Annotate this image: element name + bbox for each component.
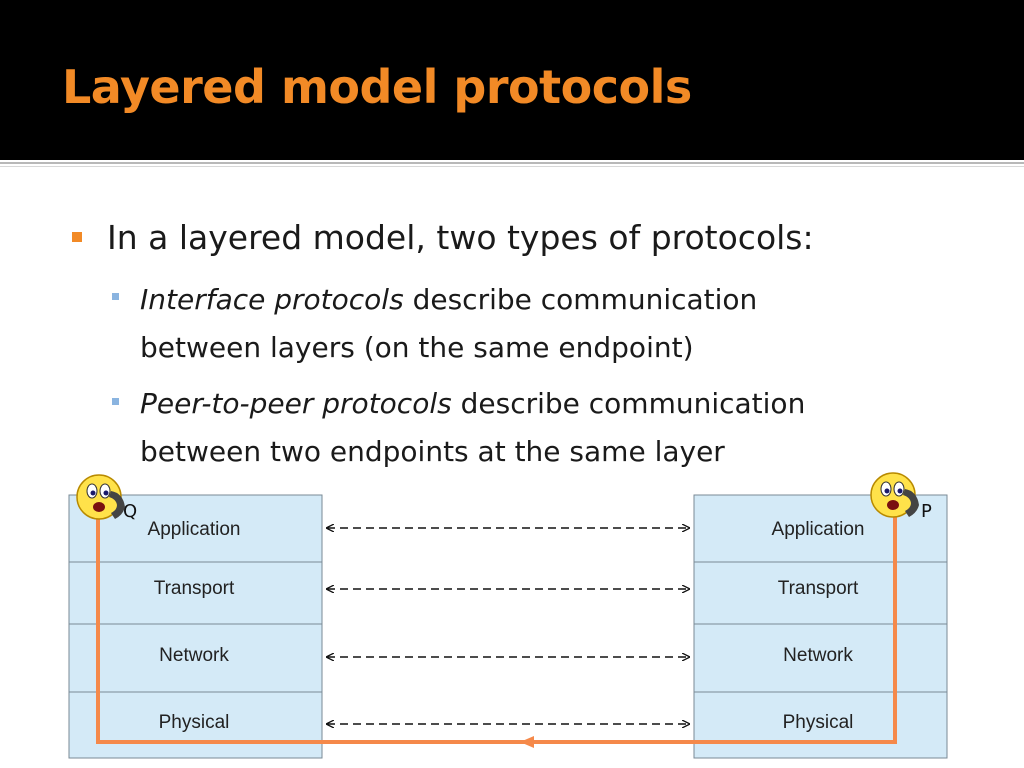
left-label-physical: Physical (159, 712, 230, 733)
title-divider (0, 162, 1024, 164)
sub-bullet-2-rest: describe communication (451, 387, 806, 420)
sub-bullet-1-term: Interface protocols (140, 283, 404, 316)
slide-title: Layered model protocols (62, 60, 692, 114)
right-label-transport: Transport (778, 578, 859, 599)
sub-bullet-2-line-1: Peer-to-peer protocols describe communic… (140, 380, 805, 428)
title-divider-thin (0, 166, 1024, 167)
left-label-application: Application (148, 519, 241, 540)
endpoint-label-p: P (921, 501, 932, 522)
endpoint-label-q: Q (123, 501, 137, 522)
worried-face-phone-icon (870, 472, 919, 518)
sub-bullet-1-rest: describe communication (403, 283, 758, 316)
sub-bullet-marker (112, 398, 119, 405)
left-label-transport: Transport (154, 578, 235, 599)
worried-face-phone-icon (76, 474, 125, 520)
right-stack: Application Transport Network Physical (693, 494, 948, 759)
left-layer-physical (68, 691, 323, 759)
interface-path (92, 502, 897, 748)
left-layer-network (68, 623, 323, 693)
right-label-physical: Physical (783, 712, 854, 733)
left-label-network: Network (159, 645, 229, 666)
right-layer-network (693, 623, 948, 693)
right-label-application: Application (772, 519, 865, 540)
path-right-down-left (520, 515, 897, 748)
sub-bullet-2-term: Peer-to-peer protocols (140, 387, 452, 420)
peer-arrows (327, 528, 689, 724)
sub-bullet-2-line-2: between two endpoints at the same layer (140, 435, 725, 468)
bullet-marker (72, 232, 82, 242)
right-layer-physical (693, 691, 948, 759)
sub-bullet-1-line-2: between layers (on the same endpoint) (140, 331, 694, 364)
title-bar: Layered model protocols (0, 0, 1024, 160)
sub-bullet-marker (112, 293, 119, 300)
left-layer-transport (68, 561, 323, 625)
sub-bullet-1-line-1: Interface protocols describe communicati… (140, 276, 757, 324)
left-stack: Application Transport Network Physical (68, 494, 323, 759)
layer-diagram: Application Transport Network Physical A… (68, 472, 948, 759)
path-left-up (92, 502, 525, 744)
right-label-network: Network (783, 645, 853, 666)
bullet-main: In a layered model, two types of protoco… (107, 218, 814, 257)
